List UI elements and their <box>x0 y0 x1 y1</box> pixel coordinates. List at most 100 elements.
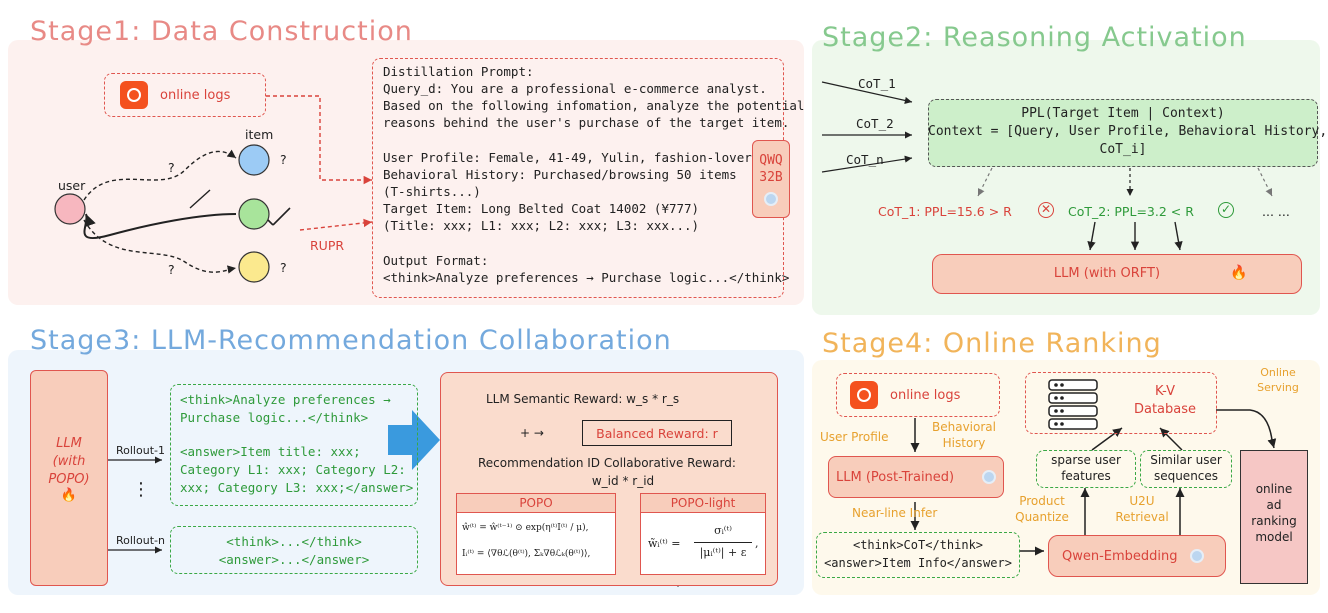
popo-light-label: POPO-light <box>670 496 736 510</box>
q-mark-1: ? <box>168 160 175 175</box>
u2u-line2: Retrieval <box>1115 510 1169 524</box>
sparse-line2: features <box>1061 469 1111 483</box>
out2-line2: <answer>...</answer> <box>218 552 370 567</box>
sparse-line1: sparse user <box>1051 453 1121 467</box>
stage1-title: Stage1: Data Construction <box>30 16 413 47</box>
cot1-label: CoT_1 <box>858 76 896 91</box>
ppl-line2: Context = [Query, User Profile, Behavior… <box>928 124 1328 139</box>
popo-formula-box <box>456 513 616 575</box>
popo-light-formula-den: |μᵢ⁽ᵗ⁾| + ε <box>699 546 747 559</box>
rollout-n-output-box <box>170 526 418 574</box>
balanced-reward-box <box>582 420 732 446</box>
cot-answer-box <box>816 532 1020 578</box>
cot2-label: CoT_2 <box>856 116 894 131</box>
llm-popo-line1: LLM <box>56 436 82 451</box>
cot-line1: <think>CoT</think> <box>852 538 984 552</box>
out1-line5: xxx; Category L3: xxx;</answer> <box>180 480 414 495</box>
qwq-label: QWQ <box>759 153 783 168</box>
database-icon <box>1048 379 1098 430</box>
ranking-model-box <box>1240 450 1308 584</box>
gear-icon-3 <box>1190 549 1204 563</box>
prompt-line-3: reasons behind the user's purchase of th… <box>383 115 790 130</box>
popo-light-header <box>640 493 766 513</box>
out1-line1: Purchase logic...</think> <box>180 410 369 425</box>
q-mark-2: ? <box>280 152 287 167</box>
semantic-reward: LLM Semantic Reward: w_s * r_s <box>486 392 680 406</box>
kv-database-box <box>1025 372 1217 434</box>
similar-sequences-box <box>1140 450 1232 488</box>
prompt-line-9: (Title: xxx; L1: xxx; L2: xxx; L3: xxx..… <box>383 218 700 233</box>
rollout-n-label: Rollout-n <box>116 534 165 547</box>
prompt-line-7: (T-shirts...) <box>383 184 481 199</box>
popo-formula-1: ŵ⁽ᵗ⁾ = ŵ⁽ᵗ⁻¹⁾ ⊙ exp(η⁽ᵗ⁾I⁽ᵗ⁾ / μ), <box>462 523 589 533</box>
online-logs-label-2: online logs <box>890 388 961 403</box>
popo-light-formula-end: , <box>755 537 759 550</box>
online-logs-label: online logs <box>160 88 231 103</box>
item-node-green <box>238 198 270 230</box>
ppl-line1: PPL(Target Item | Context) <box>1021 106 1225 121</box>
q-mark-3: ? <box>168 262 175 277</box>
cotn-label: CoT_n <box>846 152 884 167</box>
llm-orft-label: LLM (with ORFT) <box>1053 266 1161 281</box>
kuaishou-logo-icon <box>120 81 148 109</box>
popo-light-formula-box <box>640 513 766 575</box>
popo-header <box>456 493 616 513</box>
popo-light-formula-num: σᵢ⁽ᵗ⁾ <box>714 524 732 537</box>
out2-line1: <think>...</think> <box>226 534 362 549</box>
fire-icon-2: 🔥 <box>60 488 78 503</box>
online-serving-line2: Serving <box>1257 381 1299 394</box>
qwen-embedding-label: Qwen-Embedding <box>1062 549 1178 564</box>
rollout-1-label: Rollout-1 <box>116 444 165 457</box>
out1-line0: <think>Analyze preferences → <box>180 392 391 407</box>
rec-reward-line1: Recommendation ID Collaborative Reward: <box>478 456 736 470</box>
stage2-title: Stage2: Reasoning Activation <box>822 22 1247 53</box>
prompt-line-2: Based on the following infomation, analy… <box>383 98 805 113</box>
prompt-line-11: Output Format: <box>383 253 489 268</box>
prompt-line-12: <think>Analyze preferences → Purchase lo… <box>383 270 790 285</box>
user-node <box>54 193 86 225</box>
kv-line1: K-V <box>1155 384 1175 399</box>
llm-orft-box <box>932 254 1302 294</box>
product-quantize-line1: Product <box>1019 494 1065 508</box>
cross-icon: ✕ <box>1038 202 1054 218</box>
popo-light-formula-lhs: w̃ᵢ⁽ᵗ⁾ = <box>648 537 681 550</box>
popo-label: POPO <box>519 496 553 510</box>
stage4-title: Stage4: Online Ranking <box>822 328 1162 359</box>
ellipsis: ... ... <box>1262 204 1290 219</box>
item-label: item <box>245 127 274 142</box>
online-logs-box-2 <box>836 373 1000 417</box>
similar-line2: sequences <box>1153 469 1219 483</box>
vertical-dots: ⋮ <box>132 479 150 500</box>
big-blue-arrow <box>388 410 440 470</box>
llm-popo-line3: POPO) <box>48 472 90 487</box>
gear-icon <box>764 192 778 206</box>
online-logs-box <box>104 73 266 117</box>
prompt-line-0: Distillation Prompt: <box>383 64 534 79</box>
prompt-line-5: User Profile: Female, 41-49, Yulin, fash… <box>383 150 775 165</box>
product-quantize-line2: Quantize <box>1015 510 1069 524</box>
llm-popo-line2: (with <box>52 454 86 469</box>
sparse-features-box <box>1036 450 1136 488</box>
near-line-infer-label: Near-line Infer <box>852 506 938 520</box>
beh-hist-line2: History <box>942 436 986 450</box>
gear-icon-2 <box>982 470 996 484</box>
balanced-reward-label: Balanced Reward: r <box>596 426 718 441</box>
item-node-blue <box>238 144 270 176</box>
q-mark-4: ? <box>280 260 287 275</box>
rec-reward-line2: w_id * r_id <box>591 474 655 488</box>
ppl-box <box>928 99 1318 167</box>
rank-line1: online <box>1255 482 1293 496</box>
ppl-line3: CoT_i] <box>1099 142 1147 157</box>
online-serving-line1: Online <box>1260 366 1296 379</box>
plus-arrow: + → <box>520 426 544 440</box>
kv-line2: Database <box>1133 402 1197 417</box>
rank-line4: model <box>1255 530 1293 544</box>
beh-hist-line1: Behavioral <box>932 420 996 434</box>
u2u-line1: U2U <box>1129 494 1155 508</box>
popo-formula-2: Iᵢ⁽ᵗ⁾ = ⟨∇θℒ(θ⁽ᵗ⁾), Σₖ∇θℒₖ(θ⁽ᵗ⁾)⟩, <box>462 549 591 559</box>
user-profile-label: User Profile <box>820 430 889 444</box>
kuaishou-logo-icon-2 <box>850 381 878 409</box>
rank-line3: ranking <box>1251 514 1297 528</box>
llm-popo-box <box>30 370 108 586</box>
